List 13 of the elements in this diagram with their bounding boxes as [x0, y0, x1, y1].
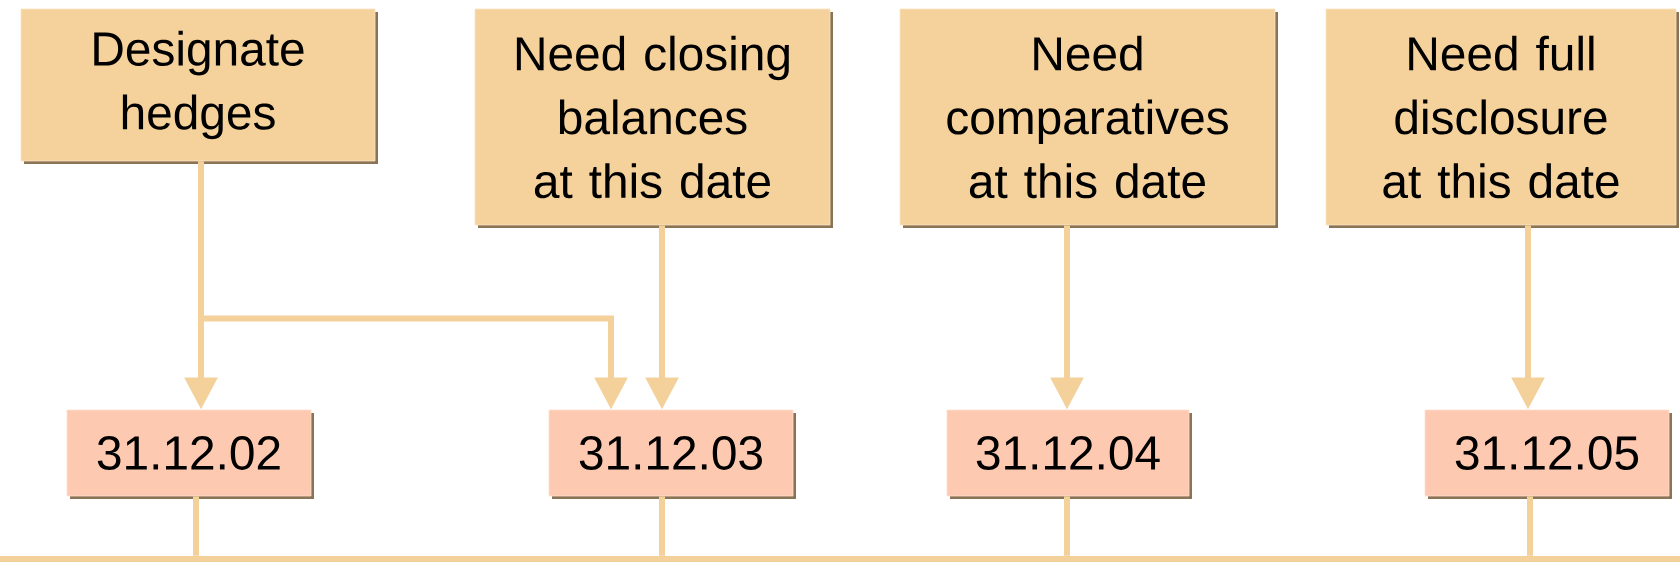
date-box: 31.12.05: [1424, 409, 1672, 499]
connector-line: [193, 496, 199, 556]
date-box: 31.12.02: [66, 409, 314, 499]
note-box: Need closing balances at this date: [474, 8, 833, 228]
connector-line: [1527, 496, 1533, 556]
timeline: [0, 556, 1680, 562]
note-box: Designate hedges: [20, 8, 378, 164]
connector-line: [659, 496, 665, 556]
note-box: Need comparatives at this date: [899, 8, 1278, 228]
date-box: 31.12.04: [946, 409, 1192, 499]
note-box: Need full disclosure at this date: [1325, 8, 1679, 228]
date-box: 31.12.03: [548, 409, 796, 499]
connector-line: [1064, 496, 1070, 556]
